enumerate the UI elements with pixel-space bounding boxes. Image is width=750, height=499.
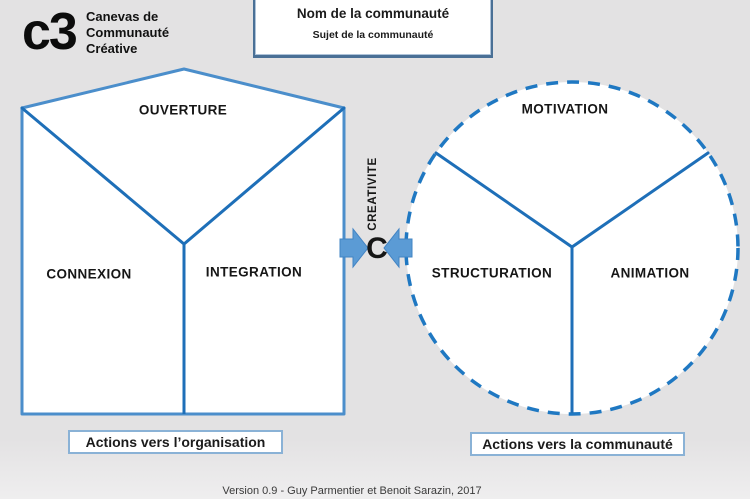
logo-tagline: Canevas de Communauté Créative [86,9,169,57]
tagline-line-2: Communauté [86,25,170,40]
caption-actions-organisation-text: Actions vers l’organisation [85,434,266,450]
label-creativite-vertical: CREATIVITE [367,157,379,231]
caption-actions-communaute: Actions vers la communauté [470,432,685,456]
left-pointing-arrow-icon [383,227,413,269]
version-credit: Version 0.9 - Guy Parmentier et Benoit S… [222,485,482,497]
label-connexion: CONNEXION [46,266,132,282]
label-integration: INTEGRATION [205,264,303,280]
caption-actions-organisation: Actions vers l’organisation [68,430,283,454]
community-name-title: Nom de la communauté [296,6,450,21]
c3-logo: c3 [22,3,78,61]
community-subject: Sujet de la communauté [312,29,434,41]
label-structuration: STRUCTURATION [431,265,553,281]
label-motivation: MOTIVATION [521,101,609,117]
label-c-letter: C [366,232,388,265]
caption-actions-communaute-text: Actions vers la communauté [482,436,673,452]
right-pointing-arrow-icon [339,227,369,269]
tagline-line-3: Créative [86,41,138,56]
community-name-box: Nom de la communauté Sujet de la communa… [253,0,493,58]
tagline-line-1: Canevas de [86,9,159,24]
label-ouverture: OUVERTURE [138,102,228,118]
label-animation: ANIMATION [610,265,690,281]
